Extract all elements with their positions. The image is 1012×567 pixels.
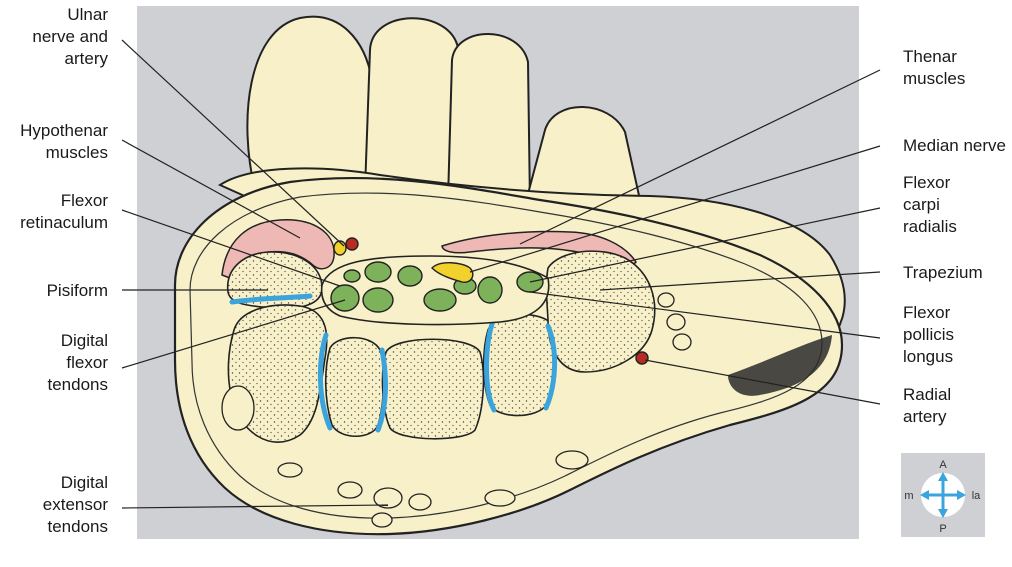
label-radial-artery: Radial artery <box>903 384 951 428</box>
label-flexor-carpi-radialis: Flexor carpi radialis <box>903 172 957 238</box>
extensor-tendon-3 <box>338 482 362 498</box>
label-flexor-retinaculum: Flexor retinaculum <box>20 190 108 234</box>
trapezoid-bone <box>383 339 484 439</box>
ulnar-artery <box>346 238 358 250</box>
middle-finger <box>448 34 530 205</box>
tendon-5 <box>424 289 456 311</box>
compass-bottom-label: P <box>939 523 946 535</box>
ring-finger <box>365 18 458 200</box>
label-thenar-muscles: Thenar muscles <box>903 46 965 90</box>
tendon-8 <box>344 270 360 282</box>
tendon-7 <box>478 277 502 303</box>
label-flexor-pollicis-longus: Flexor pollicis longus <box>903 302 954 368</box>
extensor-tendon-11 <box>278 463 302 477</box>
extensor-tendon-2 <box>409 494 431 510</box>
tendon-2 <box>398 266 422 286</box>
radial-artery <box>636 352 648 364</box>
extensor-tendon-9 <box>673 334 691 350</box>
compass-top-label: A <box>939 459 947 471</box>
tendon-4 <box>363 288 393 312</box>
extensor-tendon-6 <box>556 451 588 469</box>
label-digital-flexor-tendons: Digital flexor tendons <box>48 330 109 396</box>
orientation-compass: A P m la <box>901 453 985 537</box>
extensor-tendon-7 <box>222 386 254 430</box>
little-finger <box>247 17 378 190</box>
compass-right-label: la <box>972 490 981 502</box>
label-trapezium: Trapezium <box>903 262 983 284</box>
capitate-bone <box>326 338 384 437</box>
label-hypothenar-muscles: Hypothenar muscles <box>20 120 108 164</box>
compass-left-label: m <box>904 490 913 502</box>
scaphoid-bone <box>484 314 555 415</box>
extensor-tendon-10 <box>658 293 674 307</box>
extensor-tendon-8 <box>667 314 685 330</box>
label-digital-extensor-tendons: Digital extensor tendons <box>43 472 108 538</box>
label-ulnar-nerve-and-artery: Ulnar nerve and artery <box>32 4 108 70</box>
extensor-tendon-4 <box>372 513 392 527</box>
label-median-nerve: Median nerve <box>903 135 1006 157</box>
label-pisiform: Pisiform <box>47 280 108 302</box>
extensor-tendon-5 <box>485 490 515 506</box>
tendon-3 <box>331 285 359 311</box>
tendon-1 <box>365 262 391 282</box>
